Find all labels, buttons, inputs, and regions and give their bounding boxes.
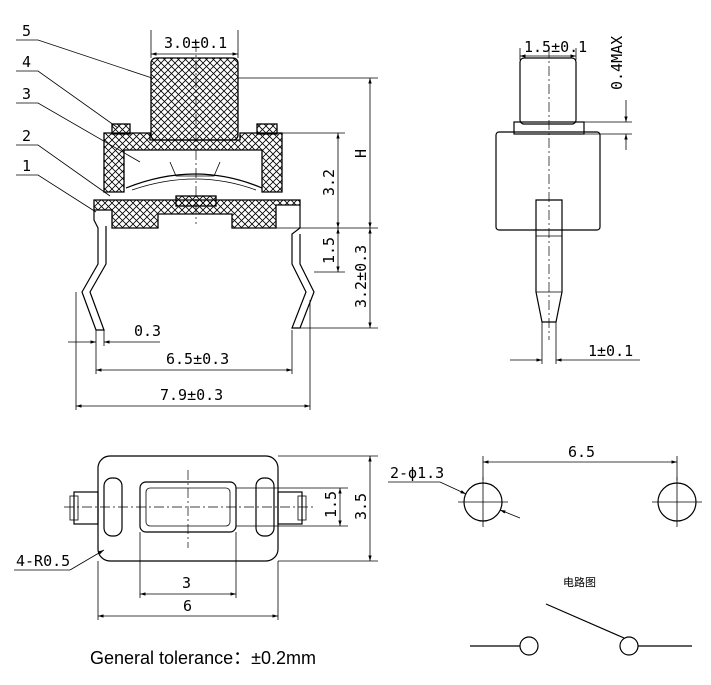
terminal-right: [291, 205, 315, 329]
dim-79: 7.9±0.3: [160, 386, 223, 404]
dim-end-width: 1.5±0.1: [524, 38, 587, 56]
actuator-part: [150, 57, 239, 141]
dim-radius: 4-R0.5: [16, 552, 70, 570]
dim-top-35: 3.5: [352, 493, 370, 520]
callout-4: 4: [22, 53, 31, 71]
callout-1: 1: [22, 157, 31, 175]
top-view: 4-R0.5 1.5 3.5 3 6: [14, 455, 378, 620]
end-view: 1.5±0.1 0.4MAX 1±0.1: [495, 36, 640, 364]
dim-32: 3.2: [320, 169, 338, 196]
end-body: [495, 131, 601, 231]
terminal-left: [81, 210, 107, 331]
dim-top-3: 3: [182, 574, 191, 592]
dim-top-15: 1.5: [322, 491, 340, 518]
dim-15: 1.5: [320, 237, 338, 264]
tolerance-note: General tolerance：±0.2mm: [90, 648, 316, 668]
callout-3: 3: [22, 85, 31, 103]
dim-65: 6.5±0.3: [166, 350, 229, 368]
circuit-label: 电路图: [563, 576, 596, 589]
dome-part: [125, 173, 263, 189]
pcb-layout-view: 6.5 2-ϕ1.3 电路图: [388, 443, 702, 656]
callout-2: 2: [22, 127, 31, 145]
dim-hole: 2-ϕ1.3: [390, 464, 444, 482]
dim-h: H: [352, 149, 370, 158]
dim-top-6: 6: [183, 597, 192, 615]
dim-lead: 1±0.1: [588, 342, 633, 360]
dim-32pm: 3.2±0.3: [352, 245, 370, 308]
end-actuator: [519, 57, 577, 125]
circuit-symbol: [470, 603, 692, 656]
side-section-view: 5 4 3 2 1 3.0±0.1 H 3.2 1.5 3.2±0.3: [16, 22, 378, 410]
frame-part: [103, 132, 283, 193]
callout-5: 5: [22, 22, 31, 40]
dim-pitch: 6.5: [568, 443, 595, 461]
dim-03: 0.3: [134, 322, 161, 340]
dim-04max: 0.4MAX: [608, 36, 626, 90]
dim-top-width: 3.0±0.1: [164, 34, 227, 52]
